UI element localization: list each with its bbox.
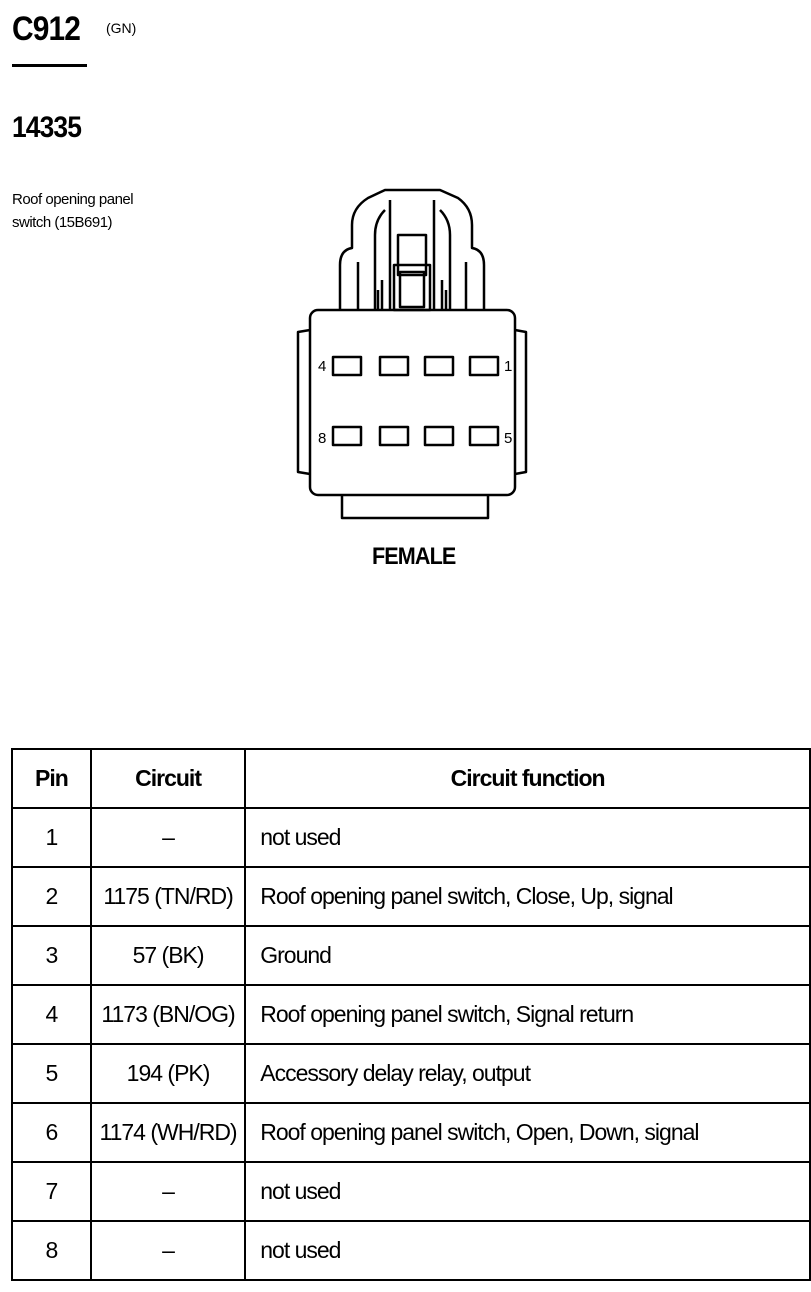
pin-label-4: 4	[318, 358, 326, 375]
cavity-pin-1	[468, 355, 500, 377]
function-cell: not used	[244, 1161, 811, 1222]
table-row: 8 – not used	[11, 1220, 811, 1281]
header-circuit: Circuit	[89, 748, 247, 809]
cavity-pin-5	[468, 425, 500, 447]
table-row: 1 – not used	[11, 807, 811, 868]
connector-latch	[338, 188, 486, 312]
function-cell: Roof opening panel switch, Close, Up, si…	[244, 866, 811, 927]
connector-color: (GN)	[106, 20, 137, 36]
pin-cell: 2	[11, 866, 92, 927]
function-cell: not used	[244, 1220, 811, 1281]
pin-cell: 4	[11, 984, 92, 1045]
cavity-pin-6	[423, 425, 455, 447]
circuit-cell: 194 (PK)	[89, 1043, 247, 1104]
table-row: 6 1174 (WH/RD) Roof opening panel switch…	[11, 1102, 811, 1163]
circuit-cell: 57 (BK)	[89, 925, 247, 986]
header-function: Circuit function	[244, 748, 811, 809]
pin-cell: 6	[11, 1102, 92, 1163]
function-cell: not used	[244, 807, 811, 868]
function-cell: Roof opening panel switch, Signal return	[244, 984, 811, 1045]
header-pin: Pin	[11, 748, 92, 809]
table-row: 5 194 (PK) Accessory delay relay, output	[11, 1043, 811, 1104]
title-underline	[12, 64, 87, 67]
part-number: 14335	[12, 111, 82, 144]
function-cell: Roof opening panel switch, Open, Down, s…	[244, 1102, 811, 1163]
connector-body	[308, 308, 517, 497]
pin-cell: 5	[11, 1043, 92, 1104]
table-row: 4 1173 (BN/OG) Roof opening panel switch…	[11, 984, 811, 1045]
table-row: 7 – not used	[11, 1161, 811, 1222]
function-cell: Ground	[244, 925, 811, 986]
bottom-key	[340, 495, 490, 520]
cavity-pin-3	[378, 355, 410, 377]
pin-cell: 8	[11, 1220, 92, 1281]
circuit-cell: –	[89, 807, 247, 868]
circuit-cell: 1174 (WH/RD)	[89, 1102, 247, 1163]
table-row: 2 1175 (TN/RD) Roof opening panel switch…	[11, 866, 811, 927]
circuit-cell: –	[89, 1161, 247, 1222]
side-rib-left	[296, 328, 311, 476]
table-header-row: Pin Circuit Circuit function	[11, 748, 811, 809]
circuit-cell: 1173 (BN/OG)	[89, 984, 247, 1045]
pin-cell: 1	[11, 807, 92, 868]
pin-label-8: 8	[318, 430, 326, 447]
pin-label-1: 1	[504, 358, 512, 375]
component-description: Roof opening panel switch (15B691)	[12, 191, 134, 231]
pin-cell: 3	[11, 925, 92, 986]
connector-face-diagram: 4 1 8 5	[296, 188, 528, 520]
cavity-pin-2	[423, 355, 455, 377]
pinout-table: Pin Circuit Circuit function 1 – not use…	[11, 748, 811, 1281]
circuit-cell: 1175 (TN/RD)	[89, 866, 247, 927]
function-cell: Accessory delay relay, output	[244, 1043, 811, 1104]
connector-face-label: FEMALE	[372, 543, 456, 570]
circuit-cell: –	[89, 1220, 247, 1281]
side-rib-right	[514, 328, 528, 476]
cavity-pin-7	[378, 425, 410, 447]
cavity-pin-4	[331, 355, 363, 377]
connector-id: C912	[12, 10, 81, 48]
pin-label-5: 5	[504, 430, 512, 447]
cavity-pin-8	[331, 425, 363, 447]
pin-cell: 7	[11, 1161, 92, 1222]
table-row: 3 57 (BK) Ground	[11, 925, 811, 986]
